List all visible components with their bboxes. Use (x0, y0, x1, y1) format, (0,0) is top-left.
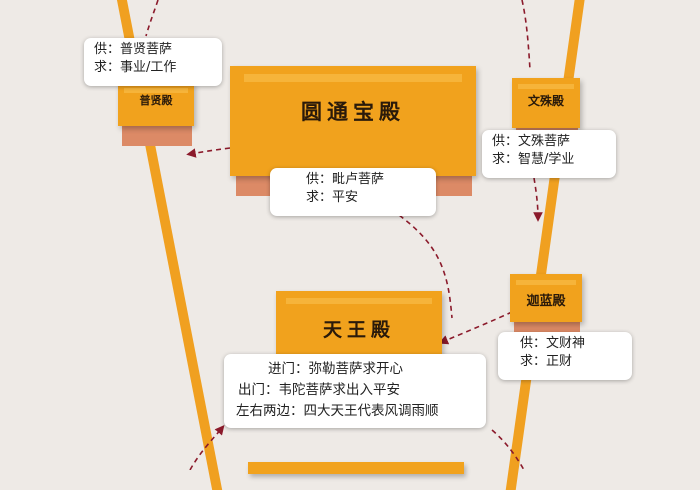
callout-yuantong-wish: 求：平安 (306, 190, 359, 205)
callout-tianwang-enter: 进门：弥勒菩萨求开心 (268, 361, 403, 377)
route-wenshu-to-qielan (533, 177, 543, 222)
hall-qielan-name: 迦蓝殿 (526, 294, 566, 309)
route-qielan-to-tianwang (438, 311, 513, 345)
callout-puxian-wish: 求：事业/工作 (94, 60, 177, 75)
hall-yuantong-name: 圆通宝殿 (301, 99, 405, 124)
callout-wenshu: 供：文殊菩萨 求：智慧/学业 (482, 130, 616, 178)
callout-yuantong-offering: 供：毗卢菩萨 (306, 172, 385, 187)
hall-wenshu-name: 文殊殿 (527, 94, 564, 108)
callout-tianwang-exit: 出门：韦陀菩萨求出入平安 (238, 382, 400, 398)
callout-puxian: 供：普贤菩萨 求：事业/工作 (84, 38, 222, 86)
route-entry-right (491, 429, 525, 470)
callout-qielan-wish: 求：正财 (520, 354, 573, 369)
callout-qielan-offering: 供：文财神 (520, 336, 586, 351)
callout-qielan: 供：文财神 求：正财 (498, 332, 632, 380)
hall-puxian: 普贤殿 (118, 82, 194, 146)
route-top-left (145, 0, 159, 37)
temple-layout-diagram: 普贤殿 圆通宝殿 文殊殿 迦蓝殿 天王殿 供：普贤菩萨 求：事业/工作 供：毗卢… (84, 0, 632, 490)
route-tianwang-to-center (391, 209, 453, 319)
callout-tianwang: 进门：弥勒菩萨求开心 出门：韦陀菩萨求出入平安 左右两边：四大天王代表风调雨顺 (224, 354, 486, 428)
hall-puxian-name: 普贤殿 (139, 94, 173, 107)
route-paths (145, 0, 543, 470)
route-entry-up (189, 425, 225, 470)
hall-wenshu-roof-ridge (518, 84, 574, 89)
hall-qielan: 迦蓝殿 (510, 274, 582, 338)
callout-wenshu-offering: 供：文殊菩萨 (492, 134, 571, 149)
hall-puxian-roof-ridge (124, 88, 188, 93)
hall-qielan-roof-ridge (516, 280, 576, 285)
hall-tianwang-name: 天王殿 (322, 319, 395, 341)
bottom-hall-roof (248, 462, 464, 474)
callout-yuantong: 供：毗卢菩萨 求：平安 (270, 168, 436, 216)
hall-yuantong-roof-ridge (244, 74, 462, 82)
hall-yuantong-roof (230, 66, 476, 176)
route-top-right (521, 0, 531, 71)
callout-puxian-offering: 供：普贤菩萨 (94, 42, 173, 57)
hall-tianwang-roof-ridge (286, 298, 432, 304)
route-center-to-puxian (186, 147, 231, 158)
hall-tianwang: 天王殿 (276, 291, 442, 363)
callout-tianwang-sides: 左右两边：四大天王代表风调雨顺 (236, 403, 439, 419)
callout-wenshu-wish: 求：智慧/学业 (492, 152, 575, 167)
